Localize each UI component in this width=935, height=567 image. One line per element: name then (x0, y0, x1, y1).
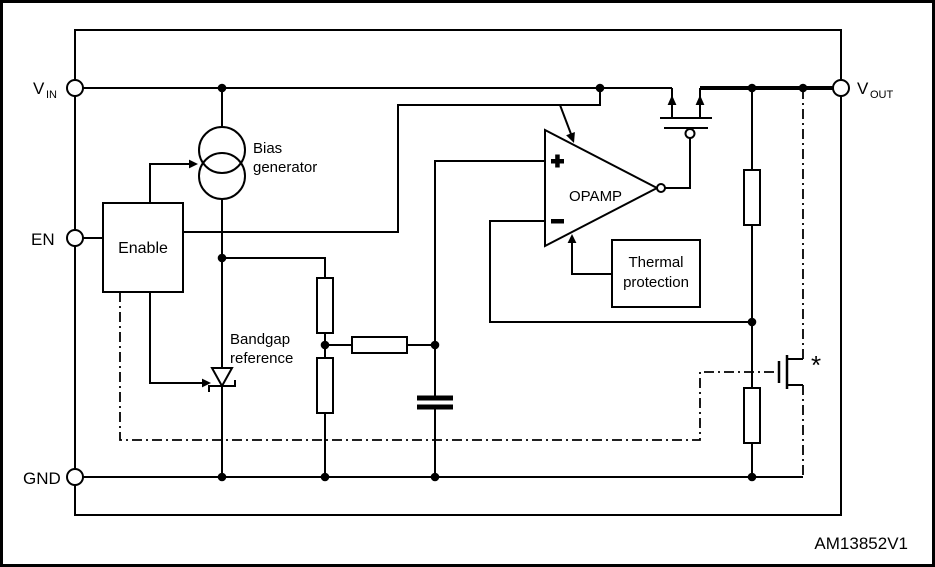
opamp-triangle (544, 128, 660, 248)
enable-to-bias-wire (149, 163, 189, 203)
feedback-wire (489, 220, 752, 323)
vout-pin-terminal (832, 79, 850, 97)
dashed-wires (119, 88, 804, 477)
junction-dot (217, 253, 227, 263)
discharge-transistor: * (777, 350, 821, 389)
opamp-label: OPAMP (569, 188, 622, 205)
pass-fet-gate-bubble (684, 128, 696, 139)
junction-dot (747, 317, 757, 327)
resistor-lower (316, 357, 334, 414)
junction-dot (430, 472, 440, 482)
vin-pin-terminal (66, 79, 84, 97)
junction-dot (595, 83, 605, 93)
resistor-upper (316, 277, 334, 334)
junction-dot (217, 472, 227, 482)
bandgap-label-line1: Bandgap (230, 331, 290, 348)
bandgap-arrowhead (202, 378, 211, 388)
gnd-pin-label: GND (23, 469, 61, 488)
chip-outline (74, 29, 842, 516)
resistor-series (351, 336, 408, 354)
opamp-output-node (656, 183, 666, 193)
opamp-plus-input-wire (434, 160, 545, 345)
bandgap-label-line2: reference (230, 350, 293, 367)
reference-node-wire (222, 257, 326, 278)
thermal-label-line2: protection (623, 274, 689, 291)
resistors (316, 169, 761, 444)
junction-dot (320, 472, 330, 482)
part-number-label: AM13852V1 (814, 534, 908, 553)
zener-diode-icon (210, 367, 234, 389)
bias-generator: Bias generator (198, 126, 317, 200)
junction-dot (320, 340, 330, 350)
junction-dot (798, 83, 808, 93)
opamp-enable-arrowhead (566, 132, 575, 143)
junction-dot (430, 340, 440, 350)
bias-arrowhead (189, 159, 198, 169)
thermal-box (611, 239, 701, 308)
en-pin-label: EN (31, 230, 55, 249)
junction-dot (217, 83, 227, 93)
pass-transistor (660, 88, 712, 139)
compensation-capacitor (417, 395, 453, 410)
bias-label-line1: Bias (253, 140, 282, 157)
bias-label-line2: generator (253, 159, 317, 176)
opamp-minus-icon (551, 219, 564, 224)
vout-pin-label-sub: OUT (870, 89, 894, 101)
enable-box (102, 202, 184, 293)
bias-circle-top (198, 126, 246, 174)
wires (83, 86, 833, 478)
vout-pin-label: V (857, 79, 869, 98)
feedback-resistor-bottom (743, 387, 761, 444)
en-pin-terminal (66, 229, 84, 247)
vin-pin-label-sub: IN (46, 89, 57, 101)
junction-dots (217, 83, 808, 482)
thermal-to-opamp-wire (571, 243, 612, 275)
bandgap-reference: Bandgap reference (208, 331, 293, 392)
thermal-label-line1: Thermal (628, 254, 683, 271)
enable-to-bandgap-wire (149, 292, 202, 384)
thermal-arrowhead (567, 234, 577, 243)
optional-asterisk: * (811, 350, 821, 380)
bias-circle-bottom (198, 152, 246, 200)
opamp: OPAMP (544, 128, 666, 248)
opamp-plus-icon (551, 154, 564, 168)
opamp-enable-branch (559, 104, 572, 135)
enable-block: Enable (102, 202, 184, 293)
gnd-pin-terminal (66, 468, 84, 486)
enable-label: Enable (118, 240, 168, 257)
vin-pin-label: V (33, 79, 45, 98)
enable-discharge-dashed-wire (119, 292, 779, 441)
junction-dot (747, 472, 757, 482)
zener-bar (208, 380, 236, 392)
opamp-output-wire (665, 138, 691, 189)
feedback-resistor-top (743, 169, 761, 226)
junction-dot (747, 83, 757, 93)
thermal-protection-block: Thermal protection (611, 239, 701, 308)
enable-to-opamp-wire (183, 88, 601, 233)
pins: V IN EN GND V OUT (23, 79, 894, 488)
